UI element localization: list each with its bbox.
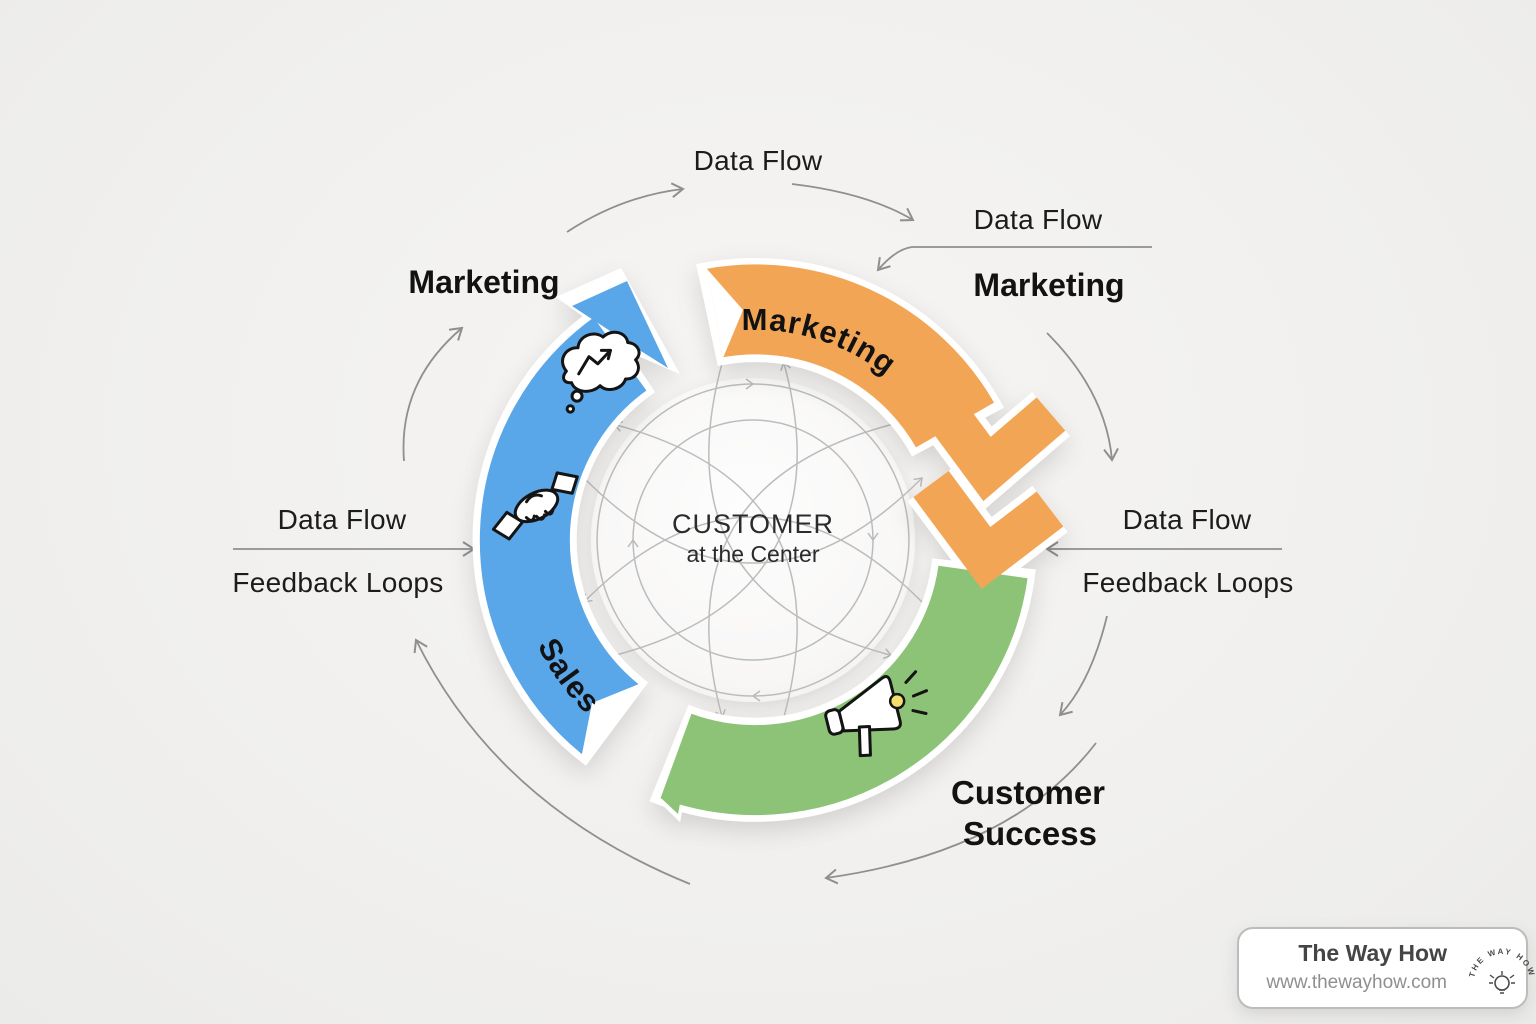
top-right-marketing-label: Marketing <box>973 267 1124 303</box>
handshake-icon <box>491 471 579 541</box>
customer-success-label-line1: Customer <box>951 774 1105 811</box>
inner-cycle-circle-small <box>627 538 874 661</box>
flow-arrow-top-right <box>791 183 915 222</box>
flow-arrow-bottom-right <box>824 742 1097 885</box>
inner-cycle-circle-small <box>632 419 879 542</box>
left-data-flow-label: Data Flow <box>278 504 407 535</box>
flow-arrow-top-left <box>566 182 685 233</box>
marketing-arc-tail-notch <box>707 269 743 358</box>
center-label-line2: at the Center <box>687 541 820 567</box>
top-right-data-flow-label: Data Flow <box>974 204 1103 235</box>
marketing-arc <box>707 264 1066 590</box>
customer-success-arc <box>660 564 1028 815</box>
sales-arc-arrowhead <box>572 281 668 368</box>
watermark-url: www.thewayhow.com <box>1265 972 1447 993</box>
customer-success-label-line2: Success <box>963 815 1097 852</box>
marketing-chevron-icon <box>913 470 1064 590</box>
marketing-chevron-icon <box>915 382 1066 502</box>
thought-bubble-trend-icon <box>561 330 641 414</box>
top-data-flow-label: Data Flow <box>694 145 823 176</box>
right-data-flow-label: Data Flow <box>1123 504 1252 535</box>
left-feedback-loops-label: Feedback Loops <box>232 567 443 598</box>
flow-arrow-data-line-top-right <box>876 246 1152 272</box>
sales-arc-tail-notch <box>582 684 639 754</box>
flow-arrow-right-upper <box>1046 332 1119 462</box>
inner-cycle-circle-large <box>596 378 755 697</box>
flow-arrow-left-upper <box>402 326 464 462</box>
center-label-line1: CUSTOMER <box>672 509 834 539</box>
flow-guide-arrows <box>233 182 1282 885</box>
top-left-marketing-label: Marketing <box>408 264 559 300</box>
flow-arrow-right-lower <box>1058 615 1108 717</box>
inner-cycle-lines <box>584 363 922 718</box>
flow-arrow-bottom-left <box>413 638 691 885</box>
center-circle <box>591 378 915 702</box>
watermark-brand: The Way How <box>1298 940 1447 966</box>
right-feedback-loops-label: Feedback Loops <box>1082 567 1293 598</box>
megaphone-icon <box>824 670 929 758</box>
inner-cycle-circle-large <box>751 383 910 702</box>
watermark-badge: The Way How www.thewayhow.com THE WAY HO… <box>1237 927 1535 1009</box>
